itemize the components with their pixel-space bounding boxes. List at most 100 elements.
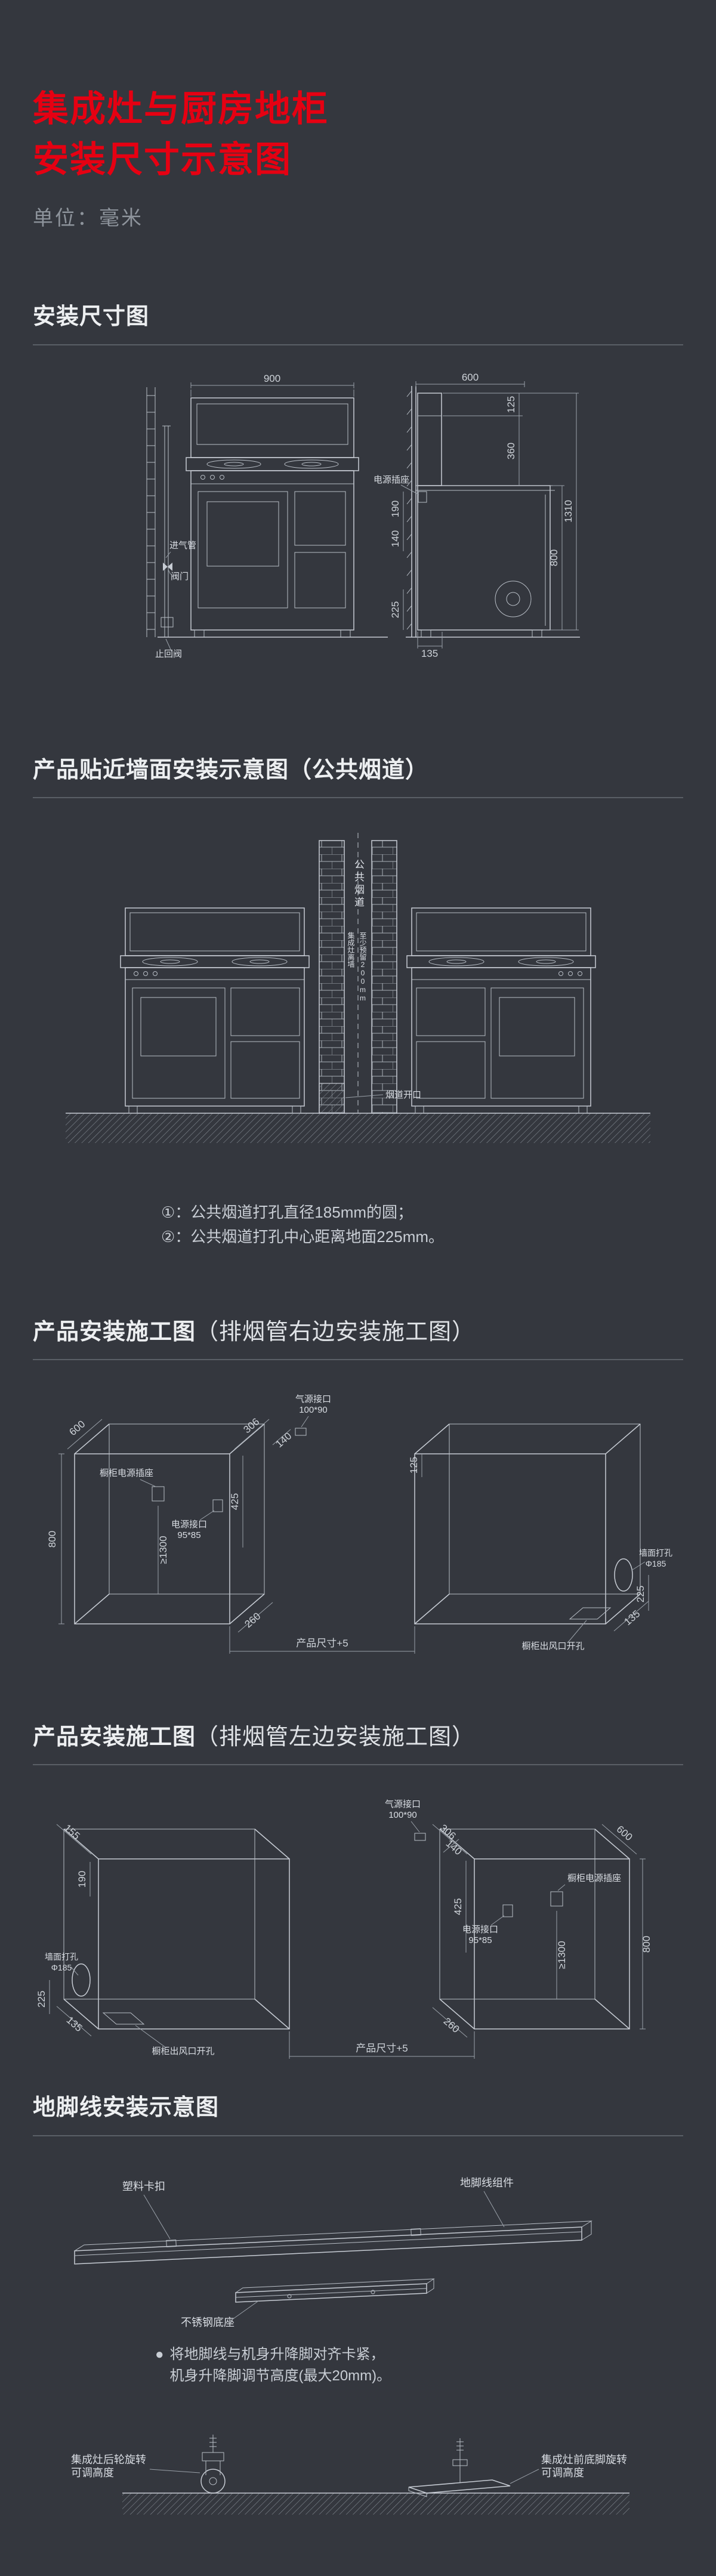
dim-360: 360 bbox=[505, 415, 520, 486]
svg-text:140: 140 bbox=[444, 1838, 464, 1858]
svg-text:140: 140 bbox=[390, 530, 401, 546]
dim-product-width: 产品尺寸+5 bbox=[229, 1626, 415, 1654]
gas-pipe-label: 进气管 bbox=[169, 540, 196, 551]
stove-front bbox=[186, 397, 359, 638]
right-stove bbox=[406, 907, 596, 1114]
section4-heading-main: 产品安装施工图 bbox=[33, 1725, 196, 1750]
svg-text:600: 600 bbox=[67, 1418, 87, 1438]
section4-heading-sub: （排烟管左边安装施工图） bbox=[196, 1725, 476, 1750]
check-valve-label: 止回阀 bbox=[155, 649, 182, 659]
dim-155: 155 bbox=[56, 1823, 92, 1855]
flue-note-2: ②：公共烟道打孔中心距离地面225mm。 bbox=[161, 1228, 445, 1246]
section4-divider bbox=[33, 1764, 683, 1766]
wall-gap-label-2: 至少预留200mm bbox=[359, 931, 367, 1002]
rear-foot-label-line1: 集成灶后轮旋转 bbox=[71, 2454, 146, 2466]
dim-width-900: 900 bbox=[190, 373, 354, 397]
dim-125: 125 bbox=[443, 393, 523, 416]
dim-depth-600: 600 bbox=[415, 372, 525, 387]
svg-text:135: 135 bbox=[64, 2015, 85, 2034]
flue-label: 公共烟道 bbox=[353, 858, 364, 909]
title-line-1: 集成灶与厨房地柜 bbox=[33, 89, 329, 129]
dim-product-width: 产品尺寸+5 bbox=[289, 2031, 475, 2059]
wall-hole-label: 墙面打孔 bbox=[639, 1548, 672, 1558]
power-port-size: 95*85 bbox=[468, 1935, 492, 1945]
dim-ge1300: ≥1300 bbox=[556, 1911, 567, 2000]
base-label: 不锈钢底座 bbox=[181, 2316, 234, 2328]
svg-text:190: 190 bbox=[390, 500, 401, 517]
section4-heading: 产品安装施工图（排烟管左边安装施工图） bbox=[33, 1722, 683, 1753]
ground-hatch bbox=[122, 2492, 629, 2515]
check-valve bbox=[161, 617, 174, 628]
cabinet-socket bbox=[550, 1891, 563, 1907]
left-cabinet bbox=[63, 1828, 290, 2030]
dim-425: 425 bbox=[229, 1456, 243, 1548]
section1-heading: 安装尺寸图 bbox=[33, 304, 150, 330]
section3-heading-sub: （排烟管右边安装施工图） bbox=[196, 1319, 476, 1345]
svg-text:≥1300: ≥1300 bbox=[556, 1941, 567, 1969]
power-socket bbox=[418, 491, 427, 503]
svg-text:360: 360 bbox=[505, 442, 517, 459]
flue-drawing: 烟道开口 bbox=[66, 832, 650, 1143]
svg-text:306: 306 bbox=[241, 1416, 261, 1435]
svg-text:产品尺寸+5: 产品尺寸+5 bbox=[296, 1638, 348, 1649]
svg-text:425: 425 bbox=[229, 1493, 240, 1510]
front-pad-foot bbox=[408, 2438, 511, 2497]
wall-hole-label: 墙面打孔 bbox=[45, 1952, 78, 1962]
section-skirting: 地脚线安装示意图 塑料卡扣 bbox=[33, 2092, 683, 2539]
construction-right-drawing: 橱柜电源插座 ≥1300 电源接口 95*85 气源接口 100*90 600 bbox=[47, 1394, 672, 1654]
wall-bracket bbox=[146, 387, 156, 637]
front-foot-label-line1: 集成灶前底脚旋转 bbox=[541, 2454, 627, 2466]
valve-label: 阀门 bbox=[171, 572, 189, 582]
wall-hole-size: Φ185 bbox=[646, 1559, 666, 1568]
dim-306: 306 bbox=[234, 1416, 270, 1450]
title-line-2: 安装尺寸示意图 bbox=[33, 140, 292, 180]
skirting-drawing: 塑料卡扣 地脚线组件 不锈钢底座 bbox=[74, 2177, 592, 2328]
dim-260: 260 bbox=[432, 2007, 468, 2038]
dim-140: 140 bbox=[390, 526, 404, 551]
svg-text:≥1300: ≥1300 bbox=[158, 1536, 169, 1564]
outlet-opening bbox=[102, 2012, 145, 2025]
section3-divider bbox=[33, 1359, 683, 1361]
svg-text:225: 225 bbox=[390, 601, 401, 617]
left-cabinet bbox=[74, 1423, 265, 1624]
section3-heading: 产品安装施工图（排烟管右边安装施工图） bbox=[33, 1317, 683, 1348]
left-stove bbox=[120, 907, 310, 1114]
wall bbox=[411, 385, 416, 637]
svg-text:125: 125 bbox=[505, 396, 517, 412]
svg-text:800: 800 bbox=[641, 1936, 652, 1953]
dim-225: 225 bbox=[36, 1980, 50, 2015]
side-view: 电源插座 600 125 360 bbox=[374, 372, 580, 659]
cabinet-socket bbox=[152, 1486, 165, 1502]
skirting-board bbox=[74, 2220, 592, 2265]
skirting-note: ● 将地脚线与机身升降脚对齐卡紧， 机身升降脚调节高度(最大20mm)。 bbox=[155, 2344, 683, 2387]
right-cabinet bbox=[414, 1423, 641, 1624]
svg-text:800: 800 bbox=[548, 549, 560, 566]
right-cabinet bbox=[439, 1828, 630, 2030]
svg-text:600: 600 bbox=[462, 372, 479, 383]
dim-125: 125 bbox=[408, 1454, 422, 1478]
flue-column-left bbox=[319, 840, 345, 1114]
section-install-dimensions: 安装尺寸图 bbox=[33, 301, 683, 667]
svg-text:800: 800 bbox=[47, 1531, 58, 1548]
dim-135: 135 bbox=[613, 1601, 649, 1632]
svg-text:155: 155 bbox=[62, 1823, 82, 1842]
drawing-construction-right: 橱柜电源插座 ≥1300 电源接口 95*85 气源接口 100*90 600 bbox=[33, 1385, 683, 1666]
section1-divider bbox=[33, 344, 683, 345]
svg-text:125: 125 bbox=[408, 1457, 419, 1474]
fan-motor bbox=[495, 580, 532, 617]
dimension-drawing: 900 进气管 阀门 止回阀 bbox=[146, 372, 580, 659]
power-port-size: 95*85 bbox=[177, 1530, 200, 1540]
section2-divider bbox=[33, 796, 683, 798]
flue-notes: ①：公共烟道打孔直径185mm的圆； ②：公共烟道打孔中心距离地面225mm。 bbox=[161, 1200, 683, 1250]
wall-gap-label-1: 集成灶离墙 bbox=[347, 931, 355, 968]
drawing-feet: 集成灶后轮旋转 可调高度 集成灶前底脚旋转 可调高度 bbox=[33, 2402, 683, 2540]
power-port-label: 电源接口 bbox=[171, 1519, 207, 1530]
unit-label: 单位：毫米 bbox=[33, 207, 143, 230]
front-view: 900 进气管 阀门 止回阀 bbox=[146, 373, 388, 659]
dim-190: 190 bbox=[76, 1862, 91, 1897]
socket-label: 电源插座 bbox=[374, 475, 409, 485]
section-construction-right: 产品安装施工图（排烟管右边安装施工图） 橱柜电源插座 bbox=[33, 1317, 683, 1666]
dim-135: 135 bbox=[56, 2006, 92, 2037]
section-wall-flue: 产品贴近墙面安装示意图（公共烟道） bbox=[33, 755, 683, 1250]
dim-600: 600 bbox=[67, 1418, 103, 1450]
